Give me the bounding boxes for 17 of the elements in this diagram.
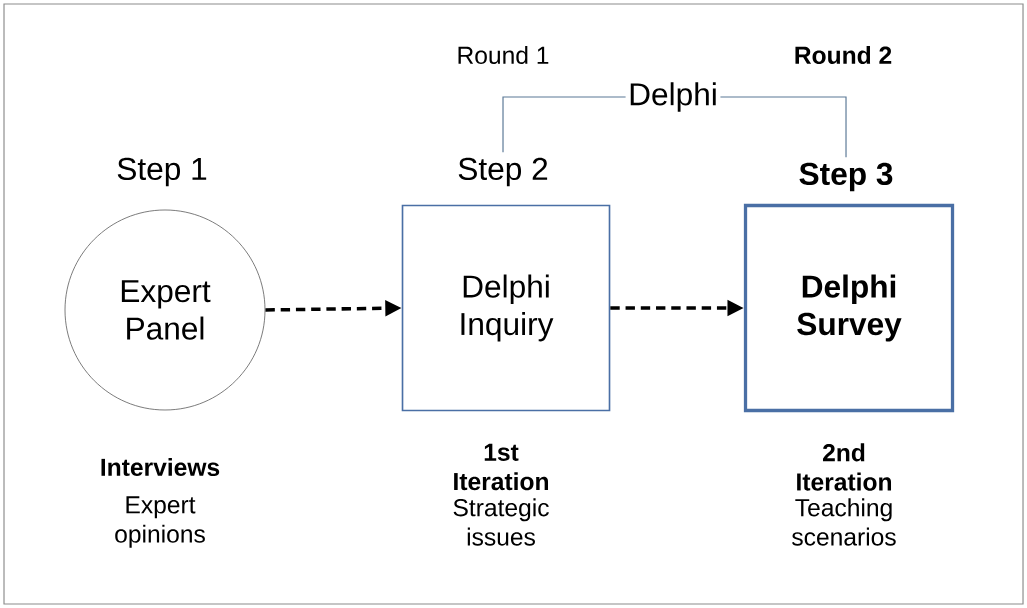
iteration-description: Strategic issues (453, 498, 549, 546)
iteration-description: Teaching scenarios (792, 498, 896, 546)
circle-node: Expert Panel (64, 209, 266, 411)
iteration-description: Expert opinions (115, 496, 205, 548)
step-heading: Step 1 (117, 157, 207, 187)
process-box: Delphi Inquiry (401, 204, 611, 412)
round-label: Round 2 (795, 45, 892, 65)
iteration-title: 1st Iteration (454, 443, 548, 491)
bracket-label: Delphi (630, 82, 716, 112)
bracket-line (502, 96, 627, 153)
round-label: Round 1 (458, 45, 549, 65)
iteration-title: 2nd Iteration (797, 443, 891, 491)
step-heading: Step 2 (458, 157, 548, 187)
process-box: Delphi Survey (743, 203, 955, 413)
step-heading: Step 3 (799, 162, 893, 192)
bracket-line (719, 96, 847, 158)
iteration-title: Interviews (101, 457, 220, 477)
